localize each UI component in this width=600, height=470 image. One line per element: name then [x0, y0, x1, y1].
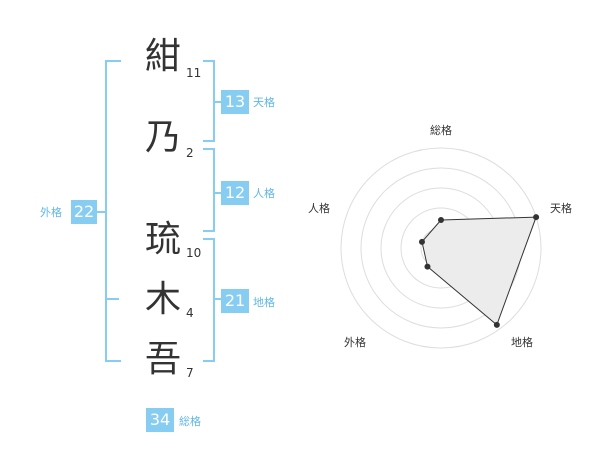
radar-label-chikaku: 地格 — [511, 335, 533, 349]
name-character-2: 乃 — [144, 117, 181, 158]
name-character-4: 木 — [144, 279, 181, 320]
gaikaku-bracket-tick — [107, 298, 119, 300]
radar-label-jinkaku: 人格 — [308, 201, 330, 215]
name-character-5: 吾 — [144, 339, 181, 380]
chikaku-bracket-stub — [215, 298, 221, 300]
jinkaku-bracket-stub — [215, 192, 221, 194]
radar-ring-5 — [340, 147, 542, 349]
tenkaku-label: 天格 — [253, 96, 275, 109]
soukaku-value-badge: 34 — [146, 408, 174, 432]
stroke-count-2: 2 — [186, 146, 194, 160]
radar-point-2 — [533, 214, 540, 221]
gaikaku-value-badge: 22 — [71, 200, 97, 224]
radar-point-5 — [418, 238, 425, 245]
radar-label-gaikaku: 外格 — [344, 335, 366, 349]
name-character-3: 琉 — [144, 219, 181, 260]
stroke-count-4: 4 — [186, 306, 194, 320]
tenkaku-bracket — [203, 60, 215, 142]
tenkaku-bracket-stub — [215, 101, 221, 103]
jinkaku-label: 人格 — [253, 187, 275, 200]
radar-label-soukaku: 総格 — [430, 123, 452, 137]
name-character-1: 紺 — [144, 36, 181, 77]
chikaku-value-badge: 21 — [221, 289, 249, 313]
radar-point-1 — [438, 217, 444, 223]
jinkaku-value-badge: 12 — [221, 181, 249, 205]
stroke-count-5: 7 — [186, 366, 194, 380]
radar-point-4 — [424, 263, 431, 270]
stroke-count-3: 10 — [186, 246, 202, 260]
gaikaku-bracket-stub — [97, 211, 105, 213]
chikaku-bracket — [203, 238, 215, 362]
soukaku-label: 総格 — [179, 415, 201, 428]
tenkaku-value-badge: 13 — [221, 90, 249, 114]
gaikaku-bracket — [105, 60, 121, 362]
radar-label-tenkaku: 天格 — [550, 201, 572, 215]
stroke-count-1: 11 — [186, 66, 202, 80]
chikaku-label: 地格 — [253, 296, 275, 309]
score-polygon — [421, 216, 537, 326]
jinkaku-bracket — [203, 148, 215, 232]
gaikaku-label: 外格 — [40, 206, 62, 219]
radar-point-3 — [493, 321, 500, 328]
